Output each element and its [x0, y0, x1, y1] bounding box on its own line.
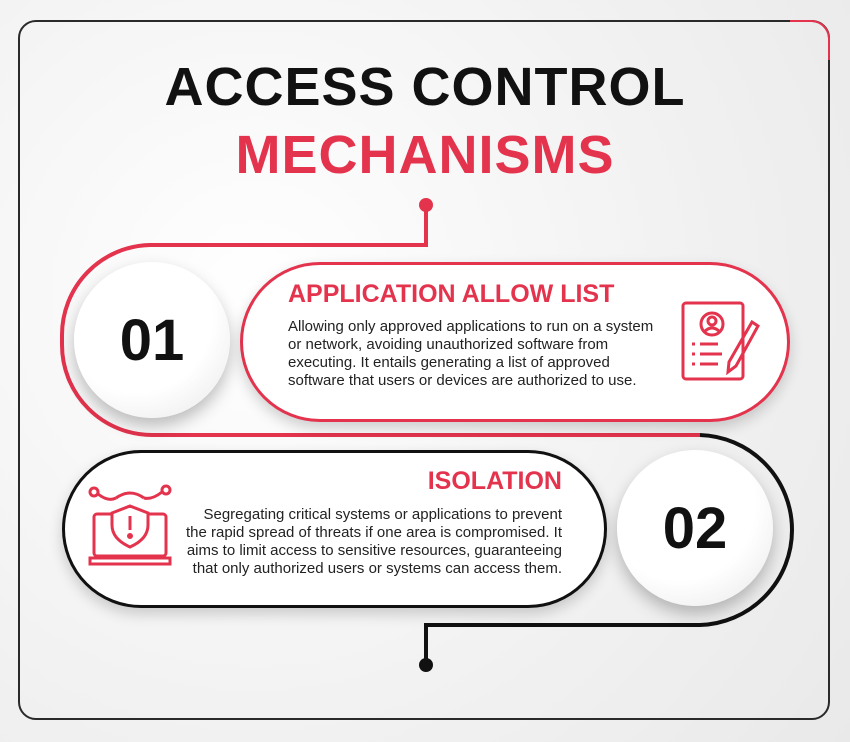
number-badge-01: 01 — [74, 262, 230, 418]
frame-accent — [790, 20, 830, 60]
end-dot — [419, 658, 433, 672]
black-connector — [424, 433, 795, 665]
title-line-2: MECHANISMS — [235, 125, 615, 185]
outer-frame — [18, 20, 830, 720]
card-description: Segregating critical systems or applicat… — [185, 506, 562, 577]
laptop-shield-network-icon — [88, 484, 172, 566]
card-isolation — [62, 450, 607, 608]
card-application-allow-list — [240, 262, 790, 422]
title-line-1: ACCESS CONTROL — [164, 57, 686, 117]
red-connector — [60, 205, 700, 437]
card-heading: APPLICATION ALLOW LIST — [288, 280, 615, 308]
card-heading: ISOLATION — [427, 467, 562, 495]
card-description: Allowing only approved applications to r… — [288, 318, 654, 389]
number-badge-02: 02 — [617, 450, 773, 606]
document-user-pencil-icon — [681, 301, 760, 381]
start-dot — [419, 198, 433, 212]
